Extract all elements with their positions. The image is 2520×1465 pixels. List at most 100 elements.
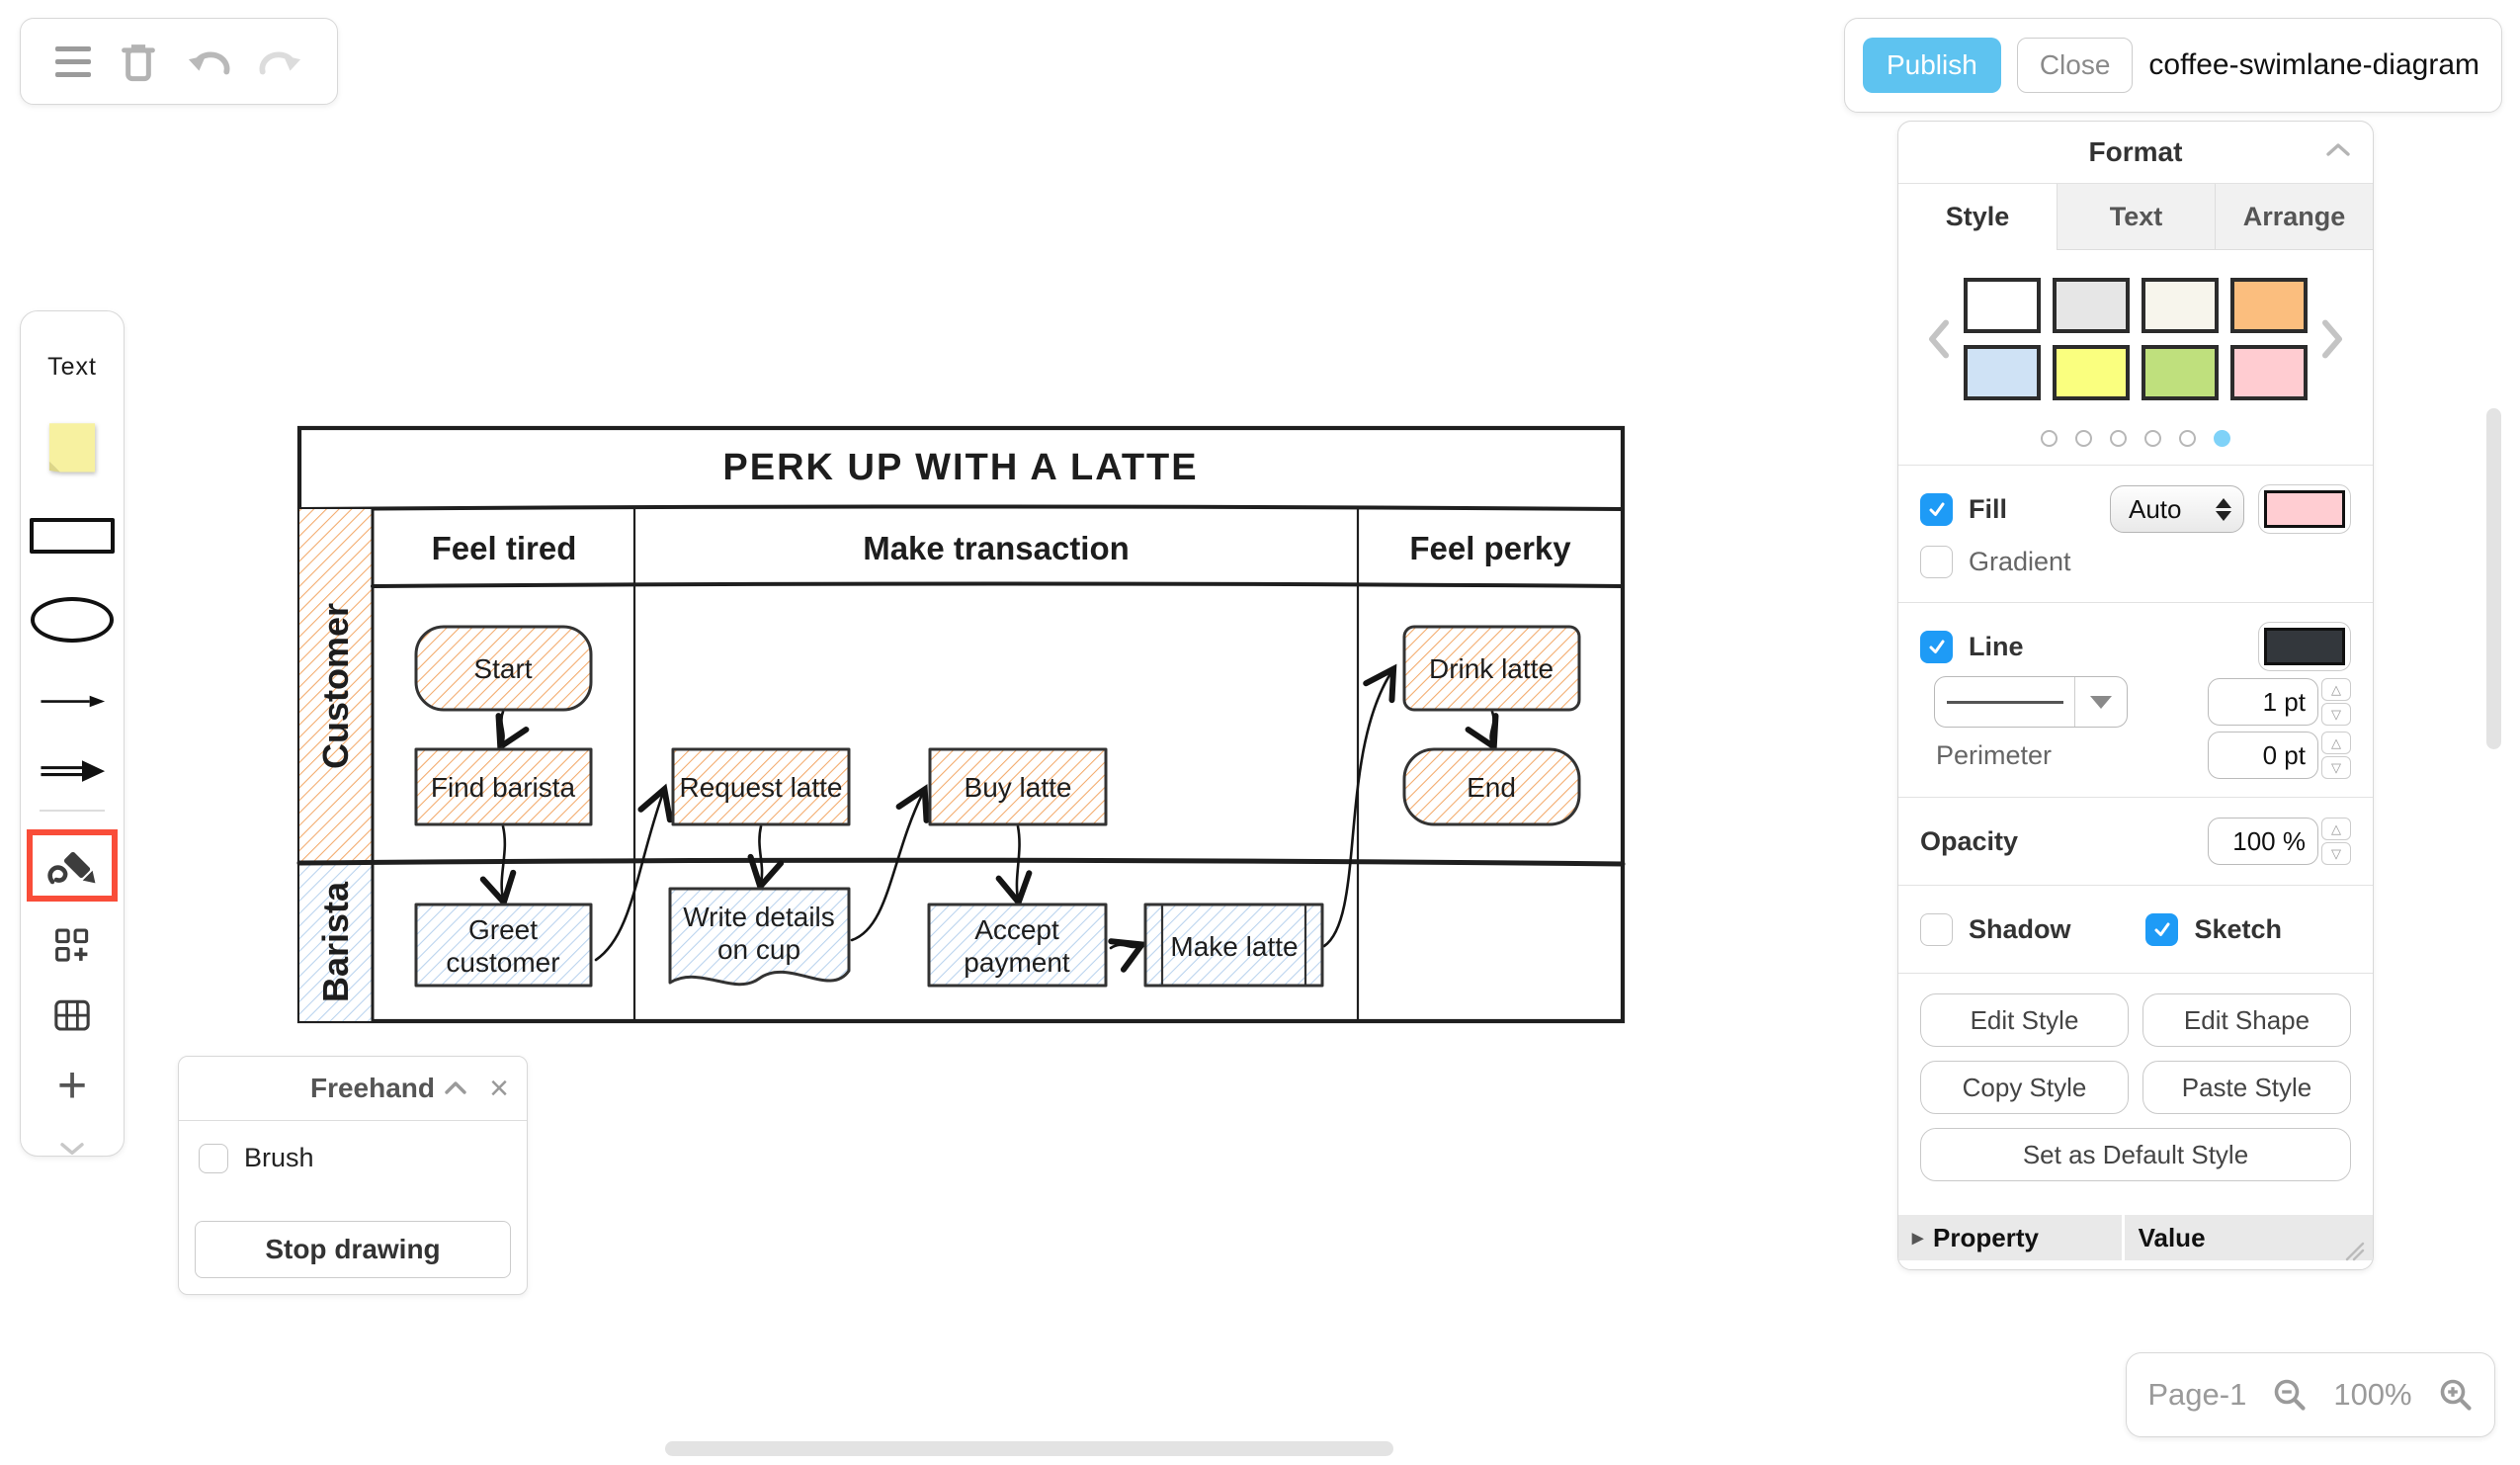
- menu-icon[interactable]: [54, 45, 91, 77]
- copy-style-button[interactable]: Copy Style: [1920, 1061, 2129, 1114]
- swimlane-diagram[interactable]: PERK UP WITH A LATTE Feel tired Make tra…: [296, 425, 1626, 1024]
- stepper-arrows[interactable]: △▽: [2321, 732, 2351, 779]
- close-icon[interactable]: ×: [489, 1070, 509, 1107]
- tab-style[interactable]: Style: [1898, 184, 2057, 250]
- line-width-stepper[interactable]: 1 pt △▽: [2208, 678, 2351, 726]
- zoom-out-icon[interactable]: [2272, 1377, 2308, 1413]
- more-shapes-tool[interactable]: [48, 927, 96, 964]
- edge-writedetails-buylatte[interactable]: [850, 784, 930, 942]
- node-make-latte[interactable]: Make latte: [1143, 903, 1324, 988]
- swatch-cream[interactable]: [2142, 278, 2219, 333]
- opacity-stepper[interactable]: 100 % △▽: [2208, 818, 2351, 865]
- tab-arrange[interactable]: Arrange: [2215, 184, 2373, 249]
- bold-arrow-tool[interactable]: [28, 758, 117, 784]
- redo-icon[interactable]: [257, 39, 302, 84]
- zoom-in-icon[interactable]: [2438, 1377, 2474, 1413]
- page-dot[interactable]: [2144, 430, 2161, 447]
- paste-style-button[interactable]: Paste Style: [2142, 1061, 2351, 1114]
- close-button[interactable]: Close: [2016, 38, 2134, 93]
- swatch-yellow[interactable]: [2053, 345, 2130, 400]
- swatch-gray[interactable]: [2053, 278, 2130, 333]
- phase-header-feel-perky[interactable]: Feel perky: [1409, 530, 1571, 566]
- document-title[interactable]: coffee-swimlane-diagram: [2148, 48, 2479, 81]
- edge-acceptpayment-makelatte[interactable]: [1108, 938, 1148, 973]
- swimlane-frame[interactable]: [296, 425, 1626, 1024]
- publish-button[interactable]: Publish: [1862, 38, 2001, 93]
- page-name[interactable]: Page-1: [2147, 1377, 2247, 1412]
- edit-shape-button[interactable]: Edit Shape: [2142, 993, 2351, 1047]
- undo-icon[interactable]: [187, 39, 232, 84]
- fill-color-button[interactable]: [2258, 484, 2351, 534]
- fill-checkbox[interactable]: [1920, 492, 1953, 526]
- chevron-down-icon[interactable]: [55, 1141, 89, 1156]
- swatch-green[interactable]: [2142, 345, 2219, 400]
- ellipse-tool[interactable]: [31, 596, 114, 644]
- edit-style-button[interactable]: Edit Style: [1920, 993, 2129, 1047]
- brush-checkbox[interactable]: [199, 1143, 228, 1173]
- pool-title[interactable]: PERK UP WITH A LATTE: [722, 447, 1198, 488]
- expand-triangle-icon[interactable]: ▸: [1912, 1225, 1924, 1250]
- tab-text[interactable]: Text: [2057, 184, 2215, 249]
- vertical-scrollbar[interactable]: [2486, 408, 2501, 749]
- line-checkbox[interactable]: [1920, 630, 1953, 663]
- line-style-select[interactable]: [1934, 676, 2128, 728]
- freehand-dialog-header[interactable]: Freehand ×: [179, 1057, 527, 1121]
- fill-mode-select[interactable]: Auto: [2110, 485, 2244, 533]
- edge-requestlatte-writedetails[interactable]: [747, 824, 785, 893]
- sketch-checkbox[interactable]: [2145, 912, 2179, 946]
- resize-handle-icon[interactable]: [2343, 1240, 2365, 1261]
- property-header-cell[interactable]: ▸ Property: [1898, 1215, 2122, 1260]
- swatch-pink[interactable]: [2230, 345, 2308, 400]
- presets-prev-icon[interactable]: [1924, 319, 1954, 359]
- stepper-arrows[interactable]: △▽: [2321, 818, 2351, 865]
- node-start[interactable]: Start: [414, 625, 593, 712]
- line-color-button[interactable]: [2258, 622, 2351, 671]
- perimeter-stepper[interactable]: 0 pt △▽: [2208, 732, 2351, 779]
- arrow-tool[interactable]: [28, 690, 117, 713]
- presets-next-icon[interactable]: [2317, 319, 2347, 359]
- shadow-checkbox[interactable]: [1920, 912, 1953, 946]
- edge-makelatte-drinklatte[interactable]: [1322, 663, 1397, 948]
- rectangle-tool[interactable]: [30, 517, 115, 554]
- edge-buylatte-acceptpayment[interactable]: [995, 824, 1033, 908]
- sticky-note-tool[interactable]: [40, 421, 105, 474]
- node-buy-latte[interactable]: Buy latte: [928, 747, 1108, 826]
- node-drink-latte[interactable]: Drink latte: [1402, 625, 1581, 712]
- page-dot[interactable]: [2075, 430, 2092, 447]
- stepper-arrows[interactable]: △▽: [2321, 678, 2351, 726]
- edge-greetcustomer-requestlatte[interactable]: [594, 783, 673, 962]
- diagram-edges[interactable]: [479, 663, 1499, 973]
- lane-label-customer[interactable]: Customer: [315, 603, 356, 769]
- set-default-style-button[interactable]: Set as Default Style: [1920, 1128, 2351, 1181]
- phase-header-make-transaction[interactable]: Make transaction: [863, 530, 1130, 566]
- swatch-blue[interactable]: [1964, 345, 2041, 400]
- page-dot[interactable]: [2110, 430, 2127, 447]
- freehand-tool-active[interactable]: [27, 828, 118, 903]
- edge-drinklatte-end[interactable]: [1465, 710, 1499, 752]
- node-request-latte[interactable]: Request latte: [671, 747, 851, 826]
- page-dot[interactable]: [2179, 430, 2196, 447]
- table-tool[interactable]: [48, 999, 96, 1031]
- node-write-details-on-cup[interactable]: Write details on cup: [668, 887, 851, 987]
- page-dot-active[interactable]: [2214, 430, 2230, 447]
- lane-label-barista[interactable]: Barista: [315, 881, 356, 1002]
- node-greet-customer[interactable]: Greet customer: [414, 903, 593, 988]
- node-find-barista[interactable]: Find barista: [414, 747, 593, 826]
- zoom-level[interactable]: 100%: [2333, 1377, 2412, 1412]
- horizontal-scrollbar[interactable]: [665, 1441, 1393, 1456]
- page-dot[interactable]: [2041, 430, 2058, 447]
- node-accept-payment[interactable]: Accept payment: [927, 903, 1108, 988]
- edge-start-findbarista[interactable]: [495, 710, 530, 752]
- stop-drawing-button[interactable]: Stop drawing: [195, 1221, 511, 1278]
- gradient-checkbox[interactable]: [1920, 545, 1953, 578]
- phase-header-feel-tired[interactable]: Feel tired: [432, 530, 577, 566]
- swatch-white[interactable]: [1964, 278, 2041, 333]
- value-header-cell[interactable]: Value: [2124, 1215, 2373, 1260]
- swatch-orange[interactable]: [2230, 278, 2308, 333]
- chevron-up-icon[interactable]: [2325, 141, 2351, 159]
- add-shape-tool[interactable]: +: [56, 1056, 88, 1114]
- node-end[interactable]: End: [1402, 747, 1581, 826]
- collapse-icon[interactable]: [444, 1080, 467, 1096]
- trash-icon[interactable]: [116, 39, 161, 84]
- text-tool[interactable]: Text: [47, 353, 97, 381]
